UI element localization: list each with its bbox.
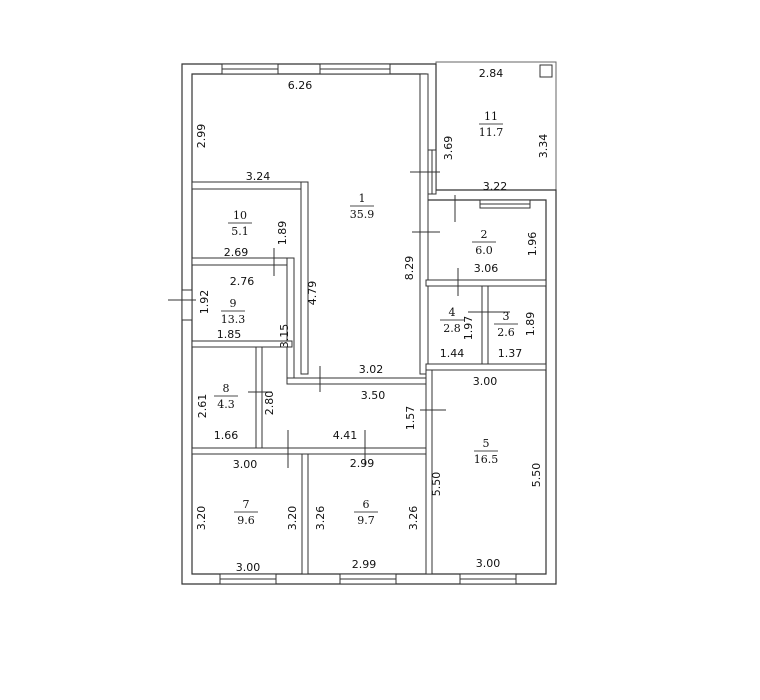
room-area-3: 2.6	[497, 326, 515, 339]
dimension-label: 1.89	[524, 312, 537, 337]
room-area-5: 16.5	[474, 453, 499, 466]
dimension-label: 8.29	[403, 256, 416, 281]
dimension-label: 3.00	[233, 458, 258, 471]
room-number-3: 3	[503, 310, 510, 323]
dimension-label: 3.00	[236, 561, 261, 574]
dimension-label: 3.69	[442, 136, 455, 161]
dimension-label: 3.20	[195, 506, 208, 531]
dimension-label: 2.80	[263, 391, 276, 416]
room-number-10: 10	[233, 209, 247, 222]
dimension-label: 4.41	[333, 429, 358, 442]
door-marks	[168, 171, 510, 468]
dimension-label: 3.20	[286, 506, 299, 531]
room-area-6: 9.7	[357, 514, 375, 527]
room-number-7: 7	[243, 498, 250, 511]
room-number-9: 9	[230, 297, 237, 310]
dimension-label: 2.84	[479, 67, 504, 80]
dimension-label: 1.89	[276, 221, 289, 246]
dimension-label: 3.34	[537, 134, 550, 159]
room-area-4: 2.8	[443, 322, 461, 335]
room-number-4: 4	[449, 306, 456, 319]
dimension-label: 6.26	[288, 79, 313, 92]
dimension-label: 2.99	[350, 457, 375, 470]
room-area-7: 9.6	[237, 514, 255, 527]
room-number-6: 6	[363, 498, 370, 511]
dimension-label: 1.57	[404, 406, 417, 431]
terrace-column	[539, 64, 553, 78]
room-area-1: 35.9	[350, 208, 375, 221]
interior-walls	[191, 73, 547, 575]
dimension-label: 1.92	[198, 290, 211, 315]
dimension-label: 3.26	[314, 506, 327, 531]
dimension-label: 3.50	[361, 389, 386, 402]
room-area-11: 11.7	[479, 126, 504, 139]
dimension-label: 3.00	[473, 375, 498, 388]
dimension-label: 1.44	[440, 347, 465, 360]
dimension-label: 1.37	[498, 347, 523, 360]
dimension-label: 2.99	[195, 124, 208, 149]
dimension-label: 3.02	[359, 363, 384, 376]
room-area-8: 4.3	[217, 398, 235, 411]
room-labels: 1 35.9 2 6.0 3 2.6 4 2.8 5 16.5 6 9.7 7 9.6 8 4.3 9 13.3 1…	[214, 110, 518, 527]
dimension-label: 4.79	[306, 281, 319, 306]
dimension-label: 2.61	[196, 394, 209, 419]
room-number-11: 11	[484, 110, 498, 123]
dimension-label: 3.26	[407, 506, 420, 531]
room-area-2: 6.0	[475, 244, 493, 257]
dimension-label: 2.76	[230, 275, 255, 288]
dimension-label: 3.00	[476, 557, 501, 570]
dimension-label: 1.97	[462, 316, 475, 341]
dimension-label: 5.50	[530, 463, 543, 488]
dimension-label: 3.24	[246, 170, 271, 183]
dimension-label: 5.50	[430, 472, 443, 497]
room-number-1: 1	[359, 192, 366, 205]
dimension-label: 1.85	[217, 328, 242, 341]
room-number-2: 2	[481, 228, 488, 241]
dimension-label: 3.15	[278, 324, 291, 349]
dimension-label: 1.96	[526, 232, 539, 257]
dimension-label: 3.22	[483, 180, 508, 193]
room-area-9: 13.3	[221, 313, 246, 326]
dimension-label: 2.99	[352, 558, 377, 571]
room-number-5: 5	[483, 437, 490, 450]
room-area-10: 5.1	[231, 225, 249, 238]
room-number-8: 8	[223, 382, 230, 395]
dimension-label: 1.66	[214, 429, 239, 442]
dimension-label: 2.69	[224, 246, 249, 259]
dimension-label: 3.06	[474, 262, 499, 275]
